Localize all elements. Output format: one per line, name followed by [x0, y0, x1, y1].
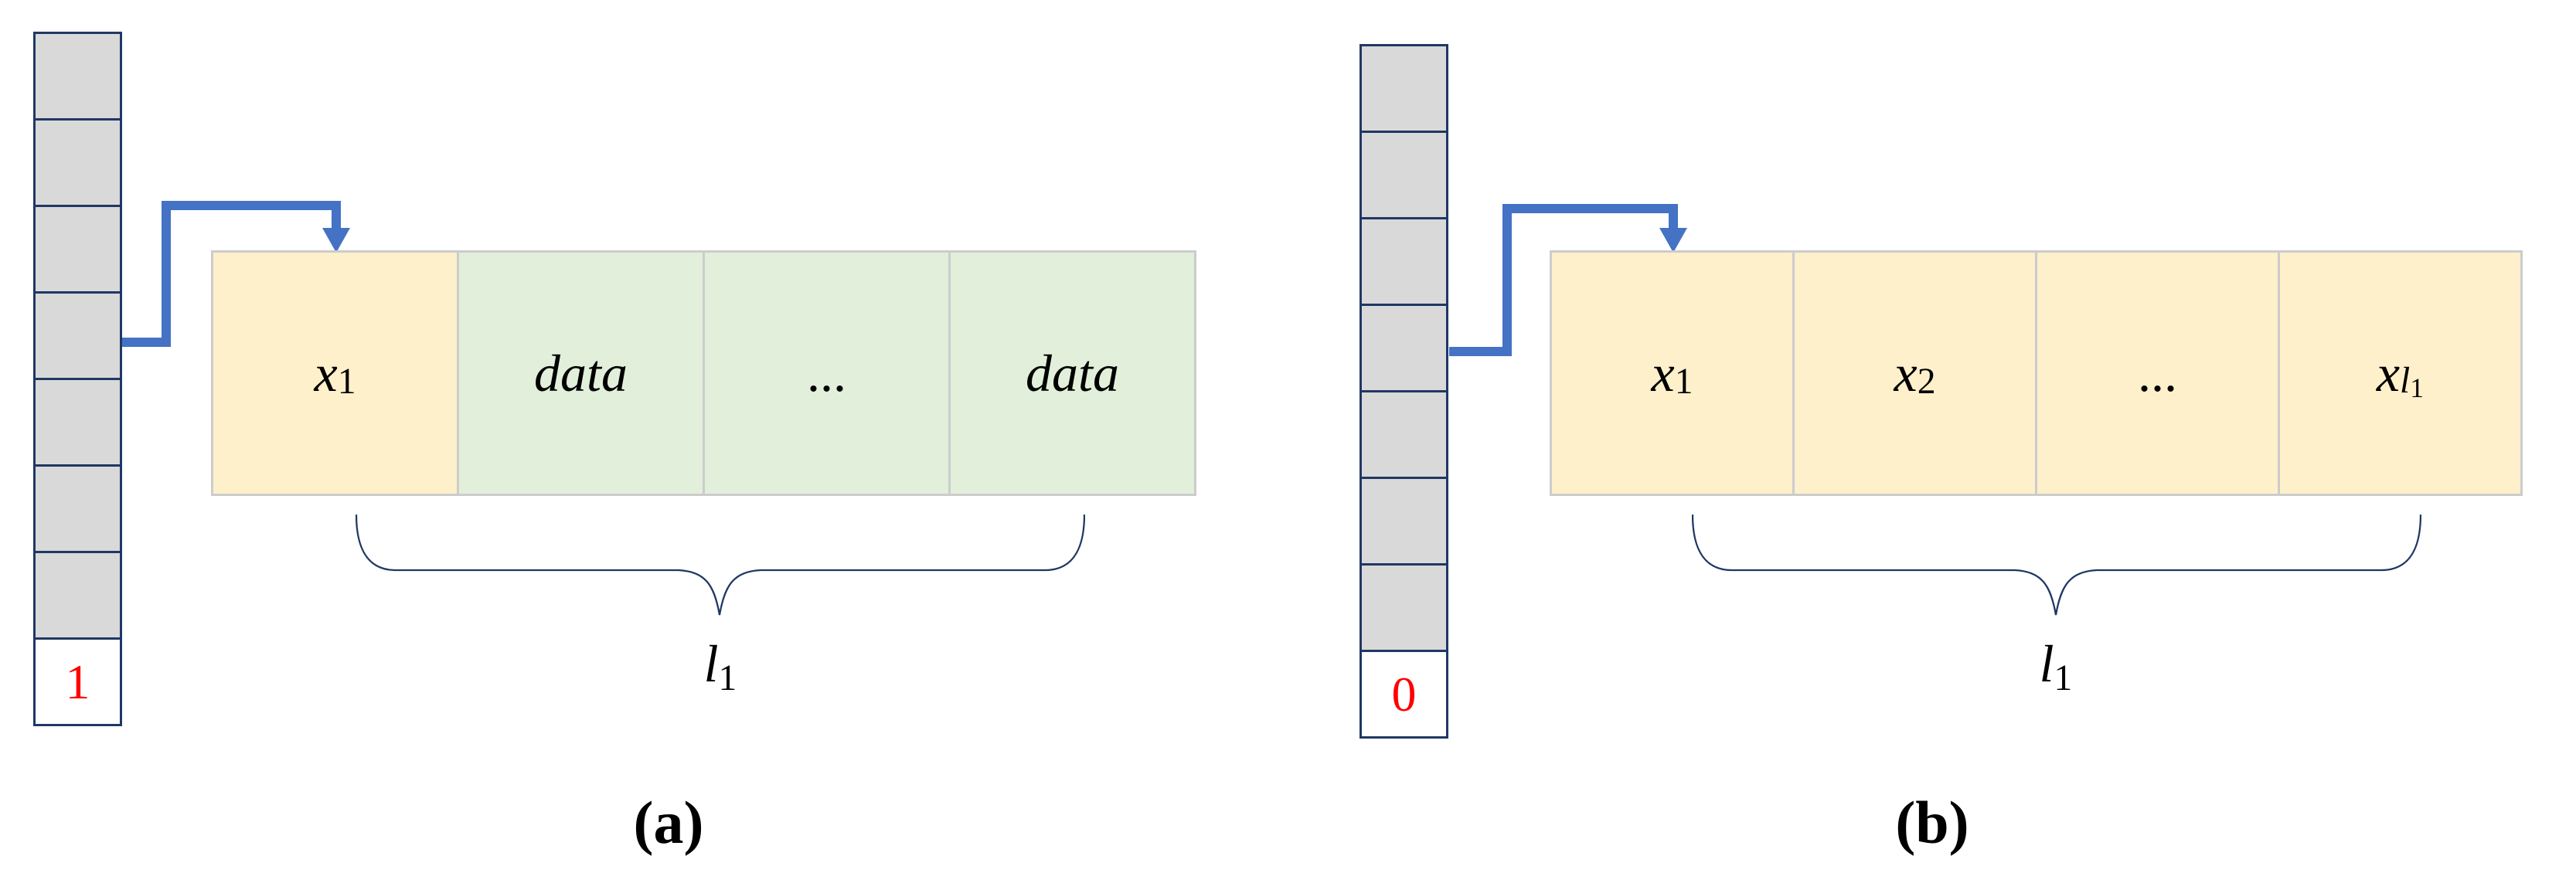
length-label-a: l1: [643, 634, 798, 699]
cell-label-subsubscript: 1: [2410, 372, 2425, 403]
stack-cell: [33, 32, 122, 121]
stack-cell: [33, 464, 122, 553]
stack-cell: [1359, 131, 1448, 219]
underbrace-a: [356, 514, 1085, 616]
array-cell: data: [948, 250, 1196, 496]
pointer-arrow-icon-a: [122, 201, 350, 347]
stack-cell: [33, 378, 122, 467]
cell-label-subscript: l1: [2400, 360, 2425, 403]
underbrace-b: [1692, 514, 2421, 616]
cell-label-base: x: [314, 343, 338, 403]
cell-label-base: data: [534, 343, 628, 403]
length-label-b: l1: [1979, 634, 2133, 699]
memory-stack-a: 1: [33, 32, 122, 726]
cell-label-base: x: [2376, 343, 2401, 403]
cell-label-base: l: [2039, 634, 2054, 693]
stack-cell: [33, 551, 122, 640]
flag-cell: 0: [1359, 650, 1448, 739]
caption-b: (b): [1895, 789, 1969, 856]
cell-label-base: ...: [807, 343, 846, 403]
cell-label-base: x: [1894, 343, 1918, 403]
stack-cell: [1359, 477, 1448, 566]
cell-label-base: x: [1651, 343, 1675, 403]
cell-label-base: data: [1026, 343, 1119, 403]
memory-stack-b: 0: [1359, 44, 1448, 739]
array-cell: ...: [2035, 250, 2280, 496]
stack-cell: [1359, 44, 1448, 133]
flag-cell: 1: [33, 637, 122, 726]
stack-cell: [33, 205, 122, 294]
caption-a: (a): [633, 789, 704, 856]
cell-label-base: l: [703, 634, 719, 693]
stack-cell: [1359, 390, 1448, 479]
array-cell: data: [457, 250, 705, 496]
cell-label-base: ...: [2138, 343, 2177, 403]
array-cell: ...: [703, 250, 951, 496]
stack-cell: [1359, 304, 1448, 392]
cell-label-subscript: 1: [2054, 658, 2073, 699]
pointer-arrow-icon-b: [1449, 204, 1687, 356]
stack-cell: [1359, 563, 1448, 652]
stack-cell: [1359, 217, 1448, 306]
stack-cell: [33, 291, 122, 380]
cell-label-subscript: 1: [718, 658, 737, 699]
stack-cell: [33, 118, 122, 207]
